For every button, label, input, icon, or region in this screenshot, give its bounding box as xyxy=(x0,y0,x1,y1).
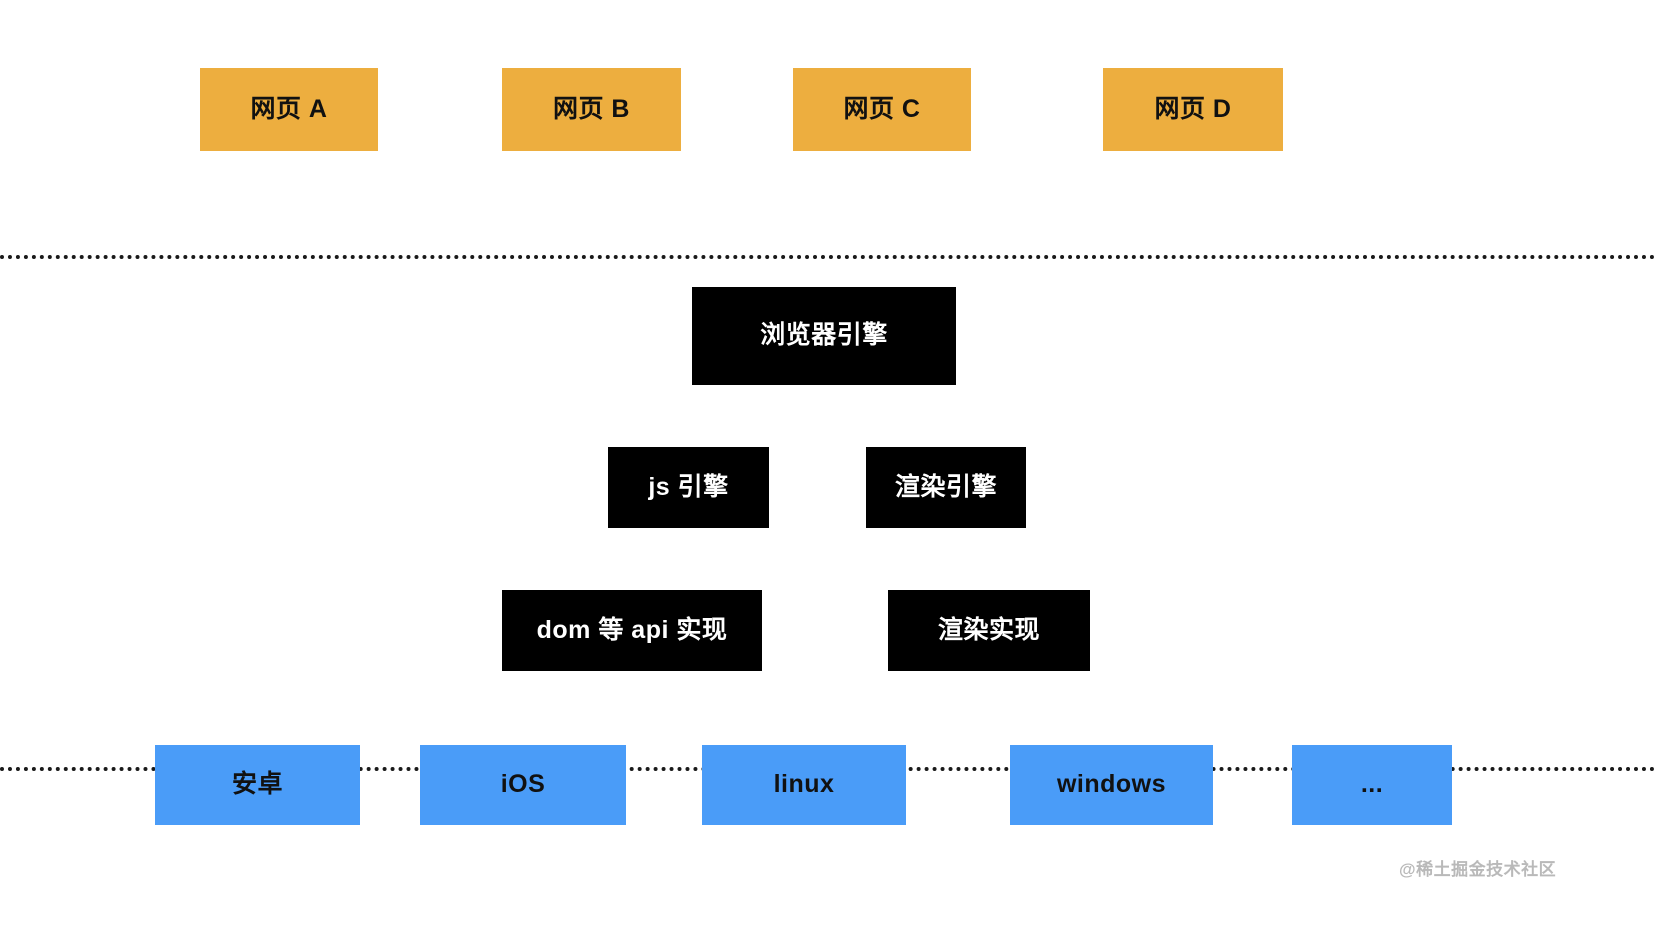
node-web-page-d[interactable]: 网页 D xyxy=(1103,68,1283,151)
node-web-page-c[interactable]: 网页 C xyxy=(793,68,971,151)
node-os-more[interactable]: ... xyxy=(1292,745,1452,825)
node-web-page-b[interactable]: 网页 B xyxy=(502,68,681,151)
node-render-engine[interactable]: 渲染引擎 xyxy=(866,447,1026,528)
node-dom-api-impl[interactable]: dom 等 api 实现 xyxy=(502,590,762,671)
node-os-windows[interactable]: windows xyxy=(1010,745,1213,825)
node-js-engine[interactable]: js 引擎 xyxy=(608,447,769,528)
node-browser-engine[interactable]: 浏览器引擎 xyxy=(692,287,956,385)
node-os-android[interactable]: 安卓 xyxy=(155,745,360,825)
node-os-ios[interactable]: iOS xyxy=(420,745,626,825)
node-os-linux[interactable]: linux xyxy=(702,745,906,825)
divider-pages-engine xyxy=(0,255,1656,259)
watermark: @稀土掘金技术社区 xyxy=(1399,860,1557,879)
node-render-impl[interactable]: 渲染实现 xyxy=(888,590,1090,671)
node-web-page-a[interactable]: 网页 A xyxy=(200,68,378,151)
